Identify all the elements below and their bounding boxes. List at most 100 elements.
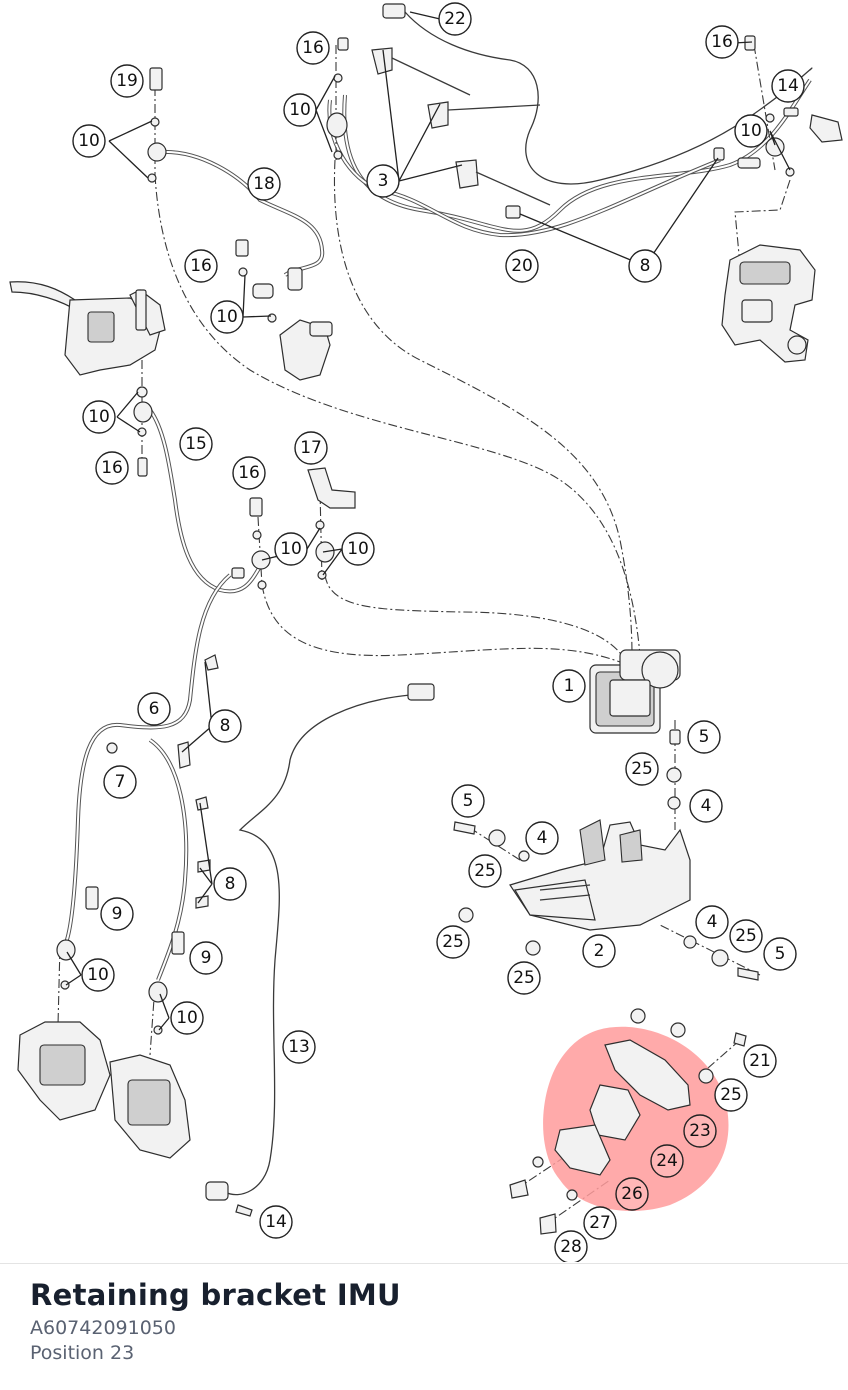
callout-8-c-label: 8	[225, 874, 236, 894]
callout-25-d[interactable]: 25	[436, 925, 470, 959]
exploded-parts-diagram: 22 16 16 19 14 10 10 10 3 18 16 20 8 10 …	[9, 2, 843, 1262]
callout-19-label: 19	[116, 71, 138, 91]
callout-4-a[interactable]: 4	[689, 789, 723, 823]
callout-14-a-label: 14	[777, 76, 799, 96]
imu-bracket-assembly	[509, 1008, 747, 1235]
callout-13[interactable]: 13	[282, 1030, 316, 1064]
callout-14-b[interactable]: 14	[259, 1205, 293, 1239]
callout-15[interactable]: 15	[179, 427, 213, 461]
callout-4-a-label: 4	[701, 796, 712, 816]
callout-9-a[interactable]: 9	[100, 897, 134, 931]
callout-25-f-label: 25	[720, 1085, 742, 1105]
callout-10-c[interactable]: 10	[734, 114, 768, 148]
callout-28[interactable]: 28	[554, 1230, 588, 1262]
callout-16-a-label: 16	[302, 38, 324, 58]
callout-21[interactable]: 21	[743, 1044, 777, 1078]
callout-9-b[interactable]: 9	[189, 941, 223, 975]
callout-16-b-label: 16	[711, 32, 733, 52]
callout-17-label: 17	[300, 438, 322, 458]
callout-5-c[interactable]: 5	[763, 937, 797, 971]
part-position: Position 23	[30, 1342, 135, 1364]
callout-25-c[interactable]: 25	[729, 919, 763, 953]
callout-16-d[interactable]: 16	[95, 451, 129, 485]
callout-7-label: 7	[115, 772, 126, 792]
callout-8-c[interactable]: 8	[213, 867, 247, 901]
callout-10-i[interactable]: 10	[170, 1001, 204, 1035]
abs-mounting-bracket	[509, 819, 691, 931]
part-number: A60742091050	[30, 1317, 176, 1339]
brake-lines	[63, 11, 813, 1196]
callout-18-label: 18	[253, 174, 275, 194]
callout-18[interactable]: 18	[247, 167, 281, 201]
callout-1-label: 1	[564, 676, 575, 696]
callout-26[interactable]: 26	[615, 1177, 649, 1211]
callout-15-label: 15	[185, 434, 207, 454]
callout-5-b[interactable]: 5	[451, 784, 485, 818]
front-master-cylinder	[9, 281, 166, 477]
callout-10-a[interactable]: 10	[283, 93, 317, 127]
callout-7[interactable]: 7	[103, 765, 137, 799]
callout-25-e[interactable]: 25	[507, 961, 541, 995]
callout-10-h[interactable]: 10	[81, 958, 115, 992]
callout-10-h-label: 10	[87, 965, 109, 985]
callout-10-e[interactable]: 10	[82, 400, 116, 434]
callout-3[interactable]: 3	[366, 164, 400, 198]
callout-9-b-label: 9	[201, 948, 212, 968]
callout-8-a-label: 8	[640, 256, 651, 276]
callout-16-c[interactable]: 16	[184, 249, 218, 283]
callout-5-b-label: 5	[463, 791, 474, 811]
callout-27-label: 27	[589, 1213, 611, 1233]
callout-5-a[interactable]: 5	[687, 720, 721, 754]
callout-28-label: 28	[560, 1237, 582, 1257]
callout-16-a[interactable]: 16	[296, 31, 330, 65]
callout-21-label: 21	[749, 1051, 771, 1071]
callout-8-a[interactable]: 8	[628, 249, 662, 283]
front-brake-calipers	[17, 654, 435, 1217]
callout-10-a-label: 10	[289, 100, 311, 120]
callout-10-c-label: 10	[740, 121, 762, 141]
callout-13-label: 13	[288, 1037, 310, 1057]
callout-10-d[interactable]: 10	[210, 300, 244, 334]
bracket-hardware	[453, 729, 759, 981]
leader-lines	[65, 11, 791, 1031]
callout-23-label: 23	[689, 1121, 711, 1141]
callout-14-b-label: 14	[265, 1212, 287, 1232]
callout-4-c[interactable]: 4	[695, 905, 729, 939]
callout-4-b[interactable]: 4	[525, 821, 559, 855]
callout-27[interactable]: 27	[583, 1206, 617, 1240]
callout-14-a[interactable]: 14	[771, 69, 805, 103]
callout-5-c-label: 5	[775, 944, 786, 964]
callout-10-f[interactable]: 10	[274, 532, 308, 566]
callout-24[interactable]: 24	[650, 1144, 684, 1178]
callout-16-e-label: 16	[238, 463, 260, 483]
callout-8-b[interactable]: 8	[208, 709, 242, 743]
callout-25-b-label: 25	[474, 861, 496, 881]
callout-6-label: 6	[149, 699, 160, 719]
callout-20-label: 20	[511, 256, 533, 276]
callout-16-c-label: 16	[190, 256, 212, 276]
callout-25-a[interactable]: 25	[625, 752, 659, 786]
callout-25-a-label: 25	[631, 759, 653, 779]
callout-1[interactable]: 1	[552, 669, 586, 703]
callout-22[interactable]: 22	[438, 2, 472, 36]
part-title: Retaining bracket IMU	[30, 1278, 401, 1312]
callout-17[interactable]: 17	[294, 431, 328, 465]
callout-10-e-label: 10	[88, 407, 110, 427]
callout-20[interactable]: 20	[505, 249, 539, 283]
callout-2[interactable]: 2	[582, 934, 616, 968]
callout-10-b[interactable]: 10	[72, 124, 106, 158]
callout-19[interactable]: 19	[110, 64, 144, 98]
callout-16-b[interactable]: 16	[705, 25, 739, 59]
callout-10-g[interactable]: 10	[341, 532, 375, 566]
callout-16-e[interactable]: 16	[232, 456, 266, 490]
assembly-lines	[57, 44, 791, 1226]
abs-unit	[589, 649, 681, 734]
callout-22-label: 22	[444, 9, 466, 29]
callout-6[interactable]: 6	[137, 692, 171, 726]
callout-5-a-label: 5	[699, 727, 710, 747]
callout-25-b[interactable]: 25	[468, 854, 502, 888]
callout-10-b-label: 10	[78, 131, 100, 151]
callout-23[interactable]: 23	[683, 1114, 717, 1148]
callout-25-c-label: 25	[735, 926, 757, 946]
callout-25-f[interactable]: 25	[714, 1078, 748, 1112]
